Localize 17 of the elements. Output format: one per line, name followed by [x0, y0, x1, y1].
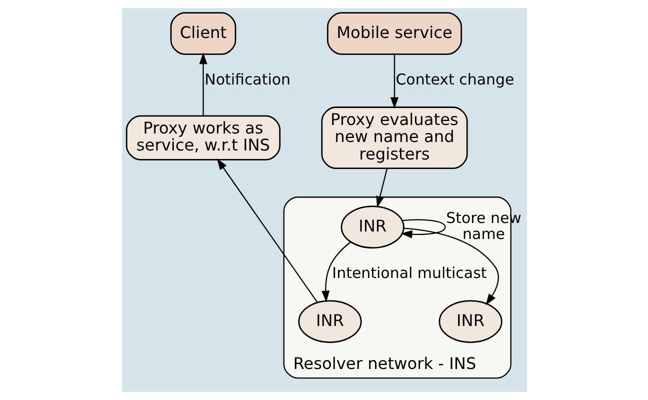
node-box: Client: [170, 12, 236, 55]
node-ellipse: INR: [438, 300, 502, 343]
node-box: Proxy works as service, w.r.t INS: [125, 115, 280, 160]
arrow: [390, 54, 398, 109]
edge-label: Notification: [204, 70, 290, 89]
node-box: Proxy evaluates new name and registers: [320, 106, 468, 169]
node-box: Mobile service: [326, 12, 462, 55]
node-ellipse: INR: [298, 300, 362, 343]
arrow: [403, 228, 498, 306]
node-ellipse: INR: [340, 206, 404, 248]
edge-label: Context change: [395, 70, 514, 89]
arrow: [400, 219, 446, 238]
arrow: [376, 168, 388, 208]
arrow: [216, 158, 318, 303]
arrow: [198, 52, 207, 116]
edge-label: Intentional multicast: [332, 264, 486, 282]
arrow: [321, 241, 351, 302]
